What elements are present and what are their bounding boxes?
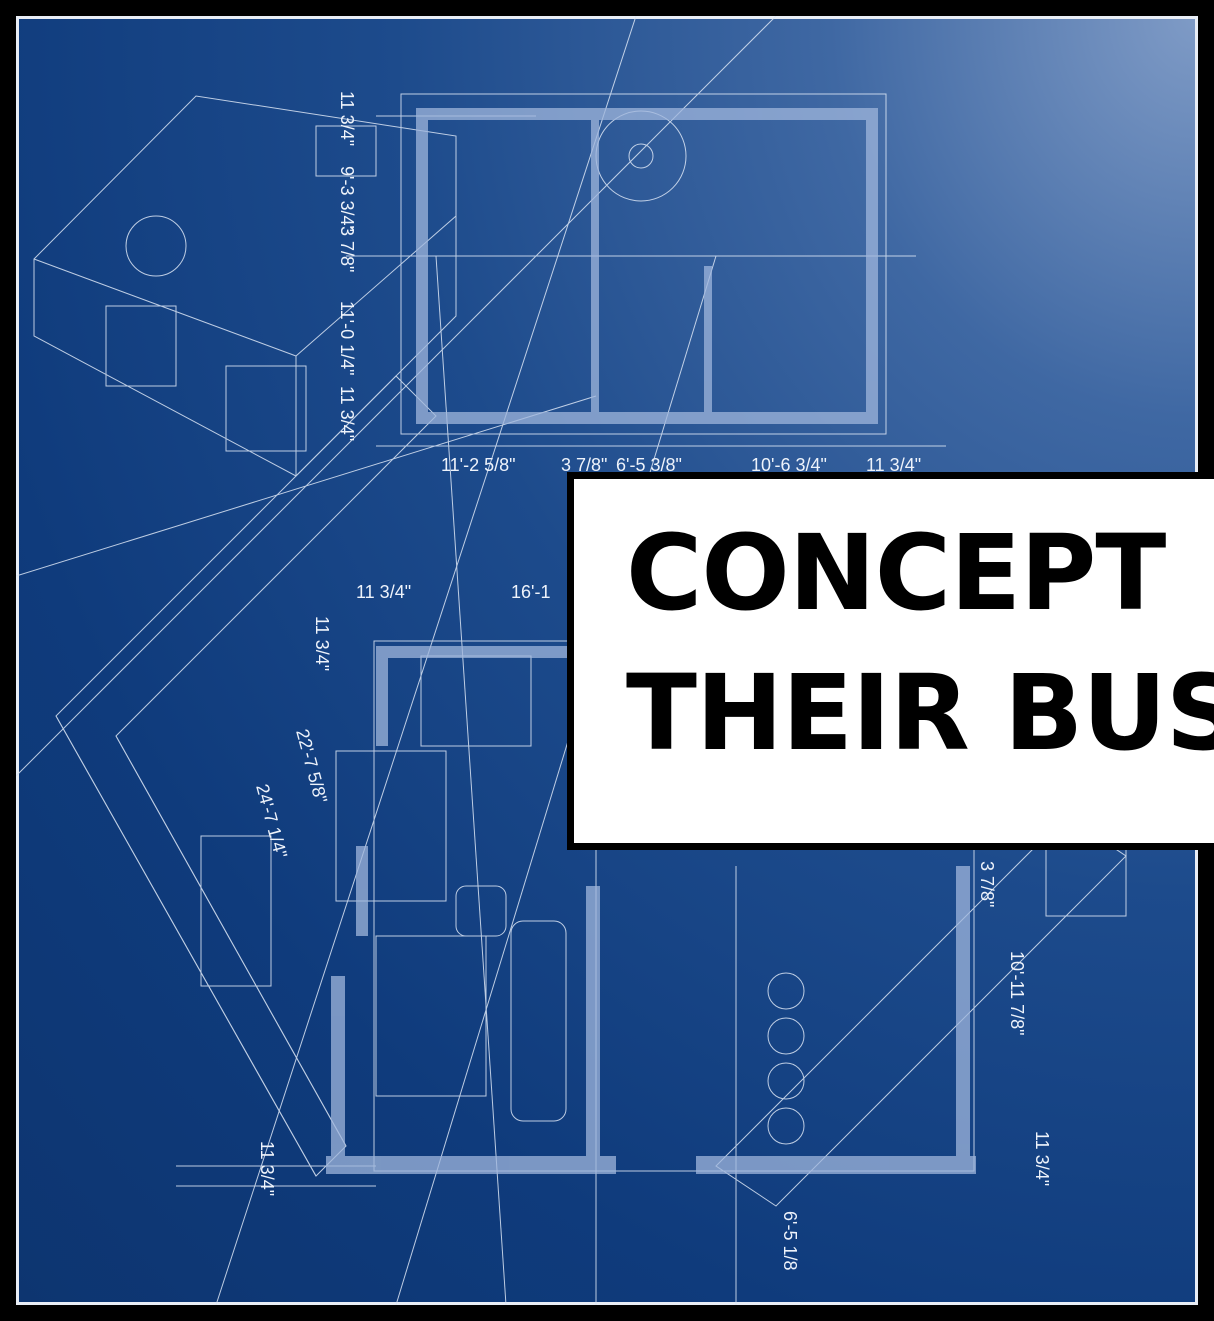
dim-label: 11 3/4" <box>356 582 411 602</box>
headline-line-2: THEIR BUS <box>626 652 1214 774</box>
headline-line-1: CONCEPT <box>626 512 1166 634</box>
dim-label: 11 3/4" <box>337 386 357 441</box>
wall-upper-top <box>416 108 876 120</box>
dim-label: 11 3/4" <box>866 455 921 475</box>
dim-label: 22'-7 5/8" <box>292 727 331 805</box>
dim-label: 10'-11 7/8" <box>1007 951 1027 1036</box>
floor-plan-blueprint: 11'-2 5/8" 3 7/8" 6'-5 3/8" 10'-6 3/4" 1… <box>16 16 1127 1305</box>
dim-label: 6'-5 3/8" <box>616 455 682 475</box>
headline-box: CONCEPT THEIR BUS <box>567 472 1214 850</box>
upper-plan-outline <box>400 93 887 435</box>
window-lower-left <box>200 835 272 987</box>
dim-label: 11'-0 1/4" <box>337 301 357 376</box>
window-left <box>105 305 177 387</box>
dim-label: 11 3/4" <box>257 1141 277 1196</box>
window-mid <box>225 365 307 452</box>
dim-label: 3 7/8" <box>561 455 607 475</box>
dim-label: 11 3/4" <box>337 91 357 146</box>
dim-label: 3 7/8" <box>337 226 357 272</box>
wall-upper-bottom <box>416 412 876 424</box>
wall-upper-left <box>416 108 428 424</box>
dim-label: 11'-2 5/8" <box>441 455 516 475</box>
dim-label: 10'-6 3/4" <box>751 455 827 475</box>
lower-iso-block <box>55 375 437 1177</box>
wall-lower-right <box>956 866 970 1166</box>
upper-iso-edge <box>33 258 297 357</box>
door-lower <box>375 935 487 1097</box>
wall-lower-bottom <box>326 1156 616 1174</box>
upper-iso-block <box>33 95 457 477</box>
dim-label: 11 3/4" <box>312 616 332 671</box>
sofa <box>510 920 567 1122</box>
spiral-stair <box>595 110 687 202</box>
dim-label: 9'-3 3/4" <box>337 166 357 232</box>
wall-lower-top <box>376 646 586 658</box>
dim-label: 16'-1 <box>511 582 550 602</box>
dim-label: 3 7/8" <box>977 861 997 907</box>
dim-label: 6'-5 1/8 <box>780 1211 800 1270</box>
bar-stool <box>767 1017 805 1055</box>
dim-label: 24'-7 1/4" <box>252 782 291 860</box>
dining-table <box>420 655 532 747</box>
dim-label: 11 3/4" <box>1032 1131 1052 1186</box>
window-top <box>315 125 377 177</box>
wall-upper-right <box>866 108 878 424</box>
